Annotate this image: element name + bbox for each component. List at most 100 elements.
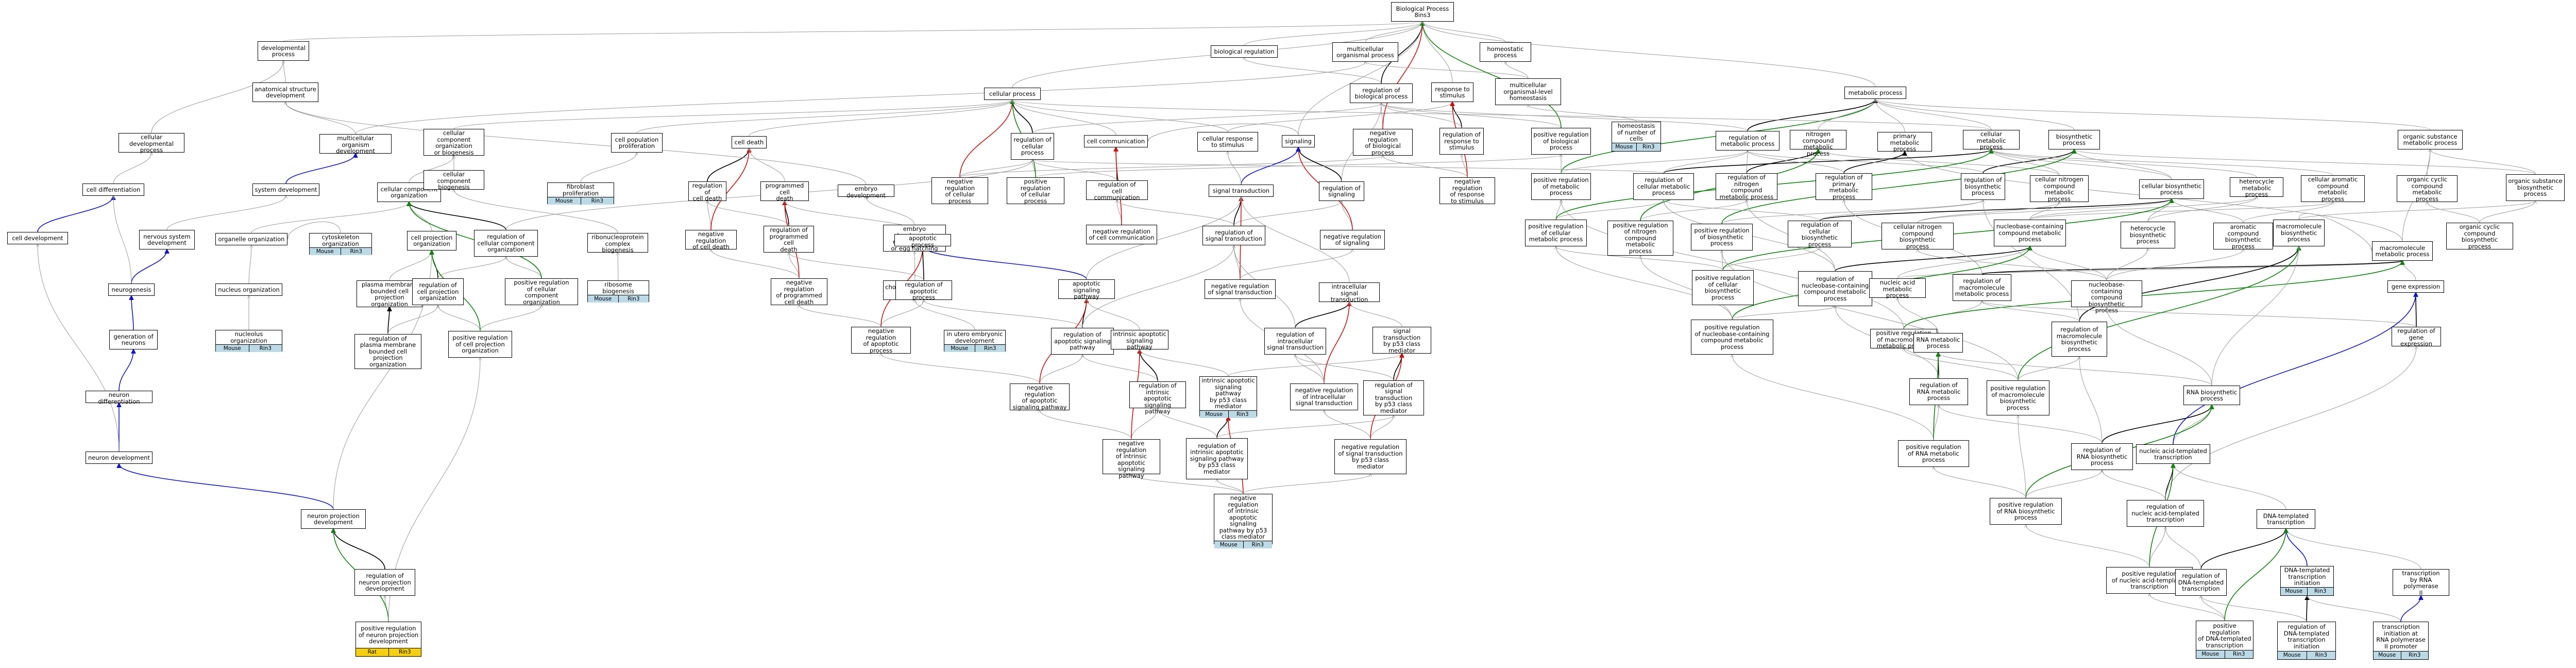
go-term-node[interactable]: aromatic compound biosynthetic process <box>2213 223 2273 249</box>
go-term-node[interactable]: cellular biosynthetic process <box>2139 179 2204 199</box>
go-term-node[interactable]: cell population proliferation <box>611 133 663 153</box>
go-term-node[interactable]: embryo development <box>838 185 894 198</box>
go-term-node[interactable]: organic substance biosynthetic process <box>2506 174 2565 201</box>
go-term-node[interactable]: regulation of cellular biosynthetic proc… <box>1788 221 1852 247</box>
go-term-node[interactable]: negative regulation of intracellular sig… <box>1290 383 1358 410</box>
go-term-node[interactable]: intrinsic apoptotic signaling pathway by… <box>1199 376 1257 418</box>
go-term-node[interactable]: regulation of cellular component organiz… <box>474 230 538 257</box>
go-term-node[interactable]: regulation of cell death <box>688 181 726 202</box>
go-term-node[interactable]: regulation of cell projection organizati… <box>412 278 464 305</box>
go-term-node[interactable]: cell differentiation <box>82 183 144 196</box>
go-term-node[interactable]: positive regulation of biological proces… <box>1531 128 1591 155</box>
go-term-node[interactable]: negative regulation of cellular process <box>931 177 988 204</box>
go-term-node[interactable]: regulation of cellular metabolic process <box>1633 173 1694 200</box>
go-term-node[interactable]: generation of neurons <box>109 330 158 349</box>
go-term-node[interactable]: positive regulation of metabolic process <box>1531 173 1591 200</box>
go-term-node[interactable]: regulation of nucleic acid-templated tra… <box>2127 500 2204 527</box>
go-term-node[interactable]: multicellular organism development <box>319 134 392 154</box>
go-term-node[interactable]: cellular developmental process <box>118 133 184 153</box>
go-term-node[interactable]: homeostatic process <box>1480 42 1531 62</box>
go-term-node[interactable]: heterocycle metabolic process <box>2230 177 2283 197</box>
go-term-node[interactable]: apoptotic process <box>894 234 951 248</box>
go-term-node[interactable]: positive regulation of RNA metabolic pro… <box>1898 440 1969 467</box>
go-term-node[interactable]: nucleic acid metabolic process <box>1869 278 1926 298</box>
go-term-node[interactable]: regulation of primary metabolic process <box>1816 173 1872 200</box>
go-term-node[interactable]: negative regulation of apoptotic signali… <box>1010 383 1070 410</box>
go-term-node[interactable]: intracellular signal transduction <box>1319 282 1380 303</box>
go-term-node[interactable]: regulation of RNA metabolic process <box>1909 378 1968 405</box>
go-term-node[interactable]: nucleic acid-templated transcription <box>2136 444 2210 464</box>
go-term-node[interactable]: cellular response to stimulus <box>1197 132 1258 152</box>
go-term-node[interactable]: RNA biosynthetic process <box>2183 386 2240 405</box>
go-term-node[interactable]: regulation of gene expression <box>2392 327 2441 347</box>
go-term-node[interactable]: developmental process <box>258 41 309 61</box>
go-term-node[interactable]: negative regulation of cell communicatio… <box>1086 225 1157 244</box>
go-term-node[interactable]: biosynthetic process <box>2048 130 2100 149</box>
go-term-node[interactable]: metabolic process <box>1844 87 1906 99</box>
go-term-node[interactable]: negative regulation of intrinsic apoptot… <box>1103 439 1160 479</box>
go-term-node[interactable]: response to stimulus <box>1431 82 1473 102</box>
go-term-node[interactable]: regulation of DNA-templated transcriptio… <box>2277 622 2336 660</box>
go-term-node[interactable]: RNA metabolic process <box>1913 333 1963 353</box>
go-term-node[interactable]: multicellular organismal-level homeostas… <box>1495 78 1561 105</box>
go-term-node[interactable]: positive regulation of nucleobase-contai… <box>1691 320 1773 355</box>
go-term-node[interactable]: macromolecule metabolic process <box>2372 241 2433 261</box>
go-term-node[interactable]: regulation of apoptotic signaling pathwa… <box>1051 328 1114 355</box>
go-term-node[interactable]: negative regulation of response to stimu… <box>1439 177 1495 204</box>
go-term-node[interactable]: transcription initiation at RNA polymera… <box>2373 622 2429 660</box>
go-term-node[interactable]: organic cyclic compound metabolic proces… <box>2397 175 2458 202</box>
go-term-node[interactable]: regulation of nitrogen compound metaboli… <box>1716 173 1777 200</box>
go-term-node[interactable]: cell communication <box>1084 135 1148 147</box>
go-term-node[interactable]: system development <box>252 183 319 196</box>
go-term-node[interactable]: positive regulation of cellular componen… <box>505 278 578 305</box>
go-term-node[interactable]: positive regulation of RNA biosynthetic … <box>1990 498 2062 525</box>
go-term-node[interactable]: regulation of RNA biosynthetic process <box>2071 443 2133 470</box>
go-term-node[interactable]: cell development <box>7 232 68 244</box>
go-term-node[interactable]: regulation of neuron projection developm… <box>354 569 415 596</box>
go-term-node[interactable]: nucleus organization <box>215 283 282 296</box>
go-term-node[interactable]: regulation of intracellular signal trans… <box>1264 328 1326 355</box>
go-term-node[interactable]: regulation of biological process <box>1350 84 1413 103</box>
go-term-node[interactable]: organic cyclic compound biosynthetic pro… <box>2446 223 2513 249</box>
go-term-node[interactable]: intrinsic apoptotic signaling pathway <box>1111 330 1168 350</box>
go-term-node[interactable]: positive regulation of neuron projection… <box>355 622 421 657</box>
go-term-node[interactable]: negative regulation of apoptotic process <box>851 327 911 354</box>
go-term-node[interactable]: regulation of cellular process <box>1011 133 1054 160</box>
go-term-node[interactable]: positive regulation of DNA-templated tra… <box>2196 621 2253 659</box>
go-term-node[interactable]: negative regulation of intrinsic apoptot… <box>1214 494 1273 548</box>
go-term-node[interactable]: signaling <box>1282 135 1315 147</box>
go-term-node[interactable]: negative regulation of signaling <box>1320 230 1385 249</box>
go-term-node[interactable]: DNA-templated transcription <box>2257 509 2315 529</box>
go-term-node[interactable]: cellular nitrogen compound metabolic pro… <box>2030 175 2089 202</box>
go-term-node[interactable]: nucleobase-containing compound biosynthe… <box>2071 280 2142 313</box>
go-term-node[interactable]: gene expression <box>2387 280 2444 293</box>
go-term-node[interactable]: positive regulation of cellular process <box>1007 177 1064 204</box>
go-term-node[interactable]: negative regulation of cell death <box>685 230 737 250</box>
go-term-node[interactable]: positive regulation of biosynthetic proc… <box>1691 224 1753 250</box>
go-term-node[interactable]: neuron projection development <box>301 509 366 529</box>
go-term-node[interactable]: neurogenesis <box>108 283 155 296</box>
go-term-node[interactable]: apoptotic signaling pathway <box>1058 279 1115 299</box>
go-term-node[interactable]: regulation of signal transduction by p53… <box>1363 380 1424 415</box>
go-term-node[interactable]: regulation of nucleobase-containing comp… <box>1798 271 1872 306</box>
go-term-node[interactable]: regulation of macromolecule biosynthetic… <box>2052 322 2107 357</box>
go-term-node[interactable]: cell projection organization <box>407 231 456 250</box>
go-term-node[interactable]: positive regulation of cell projection o… <box>448 331 512 358</box>
go-term-node[interactable]: organelle organization <box>215 233 287 245</box>
go-term-node[interactable]: positive regulation of macromolecule bio… <box>1987 380 2049 415</box>
go-term-node[interactable]: cell death <box>732 136 767 148</box>
go-term-node[interactable]: negative regulation of biological proces… <box>1353 129 1413 156</box>
go-term-node[interactable]: regulation of cell communication <box>1086 180 1148 201</box>
go-term-node[interactable]: negative regulation of signal transducti… <box>1205 279 1276 299</box>
go-term-node[interactable]: neuron development <box>86 452 152 464</box>
go-term-node[interactable]: ribonucleoprotein complex biogenesis <box>587 233 648 253</box>
go-term-node[interactable]: macromolecule biosynthetic process <box>2273 220 2325 246</box>
go-term-node[interactable]: organic substance metabolic process <box>2398 130 2463 149</box>
go-term-node[interactable]: regulation of intrinsic apoptotic signal… <box>1129 381 1186 414</box>
